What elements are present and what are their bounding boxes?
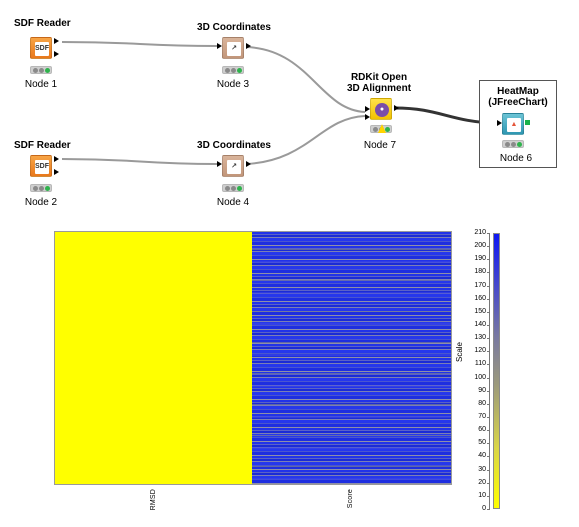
heatmap-column-rmsd <box>55 232 252 484</box>
node-title: 3D Coordinates <box>197 22 271 33</box>
scale-tick-label: 80 <box>478 399 486 407</box>
scale-tick-label: 20 <box>478 478 486 486</box>
node-title: SDF Reader <box>14 18 71 29</box>
3d-coordinates-icon[interactable]: ↗ <box>222 37 244 59</box>
node-label: Node 1 <box>24 79 58 90</box>
output-port[interactable] <box>525 120 530 125</box>
scale-tick-mark <box>487 509 490 510</box>
scale-tick-mark <box>487 482 490 484</box>
node-label: Node 2 <box>24 197 58 208</box>
node-title: SDF Reader <box>14 140 71 151</box>
scale-tick-mark <box>487 403 490 405</box>
color-scale-bar <box>493 233 500 509</box>
node-label: Node 4 <box>216 197 250 208</box>
scale-tick-mark <box>487 443 490 445</box>
scale-tick-label: 170 <box>474 281 486 289</box>
node-title-line2: 3D Alignment <box>346 83 412 94</box>
scale-tick-label: 30 <box>478 465 486 473</box>
scale-tick-label: 150 <box>474 307 486 315</box>
status-indicator <box>222 184 244 192</box>
status-indicator <box>502 140 524 148</box>
column-label-rmsd: RMSD <box>150 489 157 511</box>
heatmap-column-score <box>252 232 451 484</box>
scale-tick-label: 100 <box>474 373 486 381</box>
scale-tick-mark <box>487 377 490 379</box>
3d-coordinates-icon[interactable]: ↗ <box>222 155 244 177</box>
rdkit-icon[interactable]: ● <box>370 98 392 120</box>
scale-tick-mark <box>487 469 490 471</box>
status-indicator <box>30 66 52 74</box>
scale-tick-mark <box>487 311 490 313</box>
sdf-reader-icon[interactable]: SDF <box>30 37 52 59</box>
output-port[interactable] <box>54 169 59 175</box>
node-label: Node 3 <box>216 79 250 90</box>
scale-tick-mark <box>487 390 490 392</box>
scale-tick-mark <box>487 259 490 261</box>
scale-tick-label: 210 <box>474 229 486 236</box>
scale-tick-label: 140 <box>474 321 486 328</box>
sdf-reader-icon[interactable]: SDF <box>30 155 52 177</box>
scale-tick-mark <box>487 272 490 274</box>
output-port[interactable] <box>54 156 59 162</box>
scale-tick-label: 50 <box>478 439 486 447</box>
scale-axis <box>489 233 490 509</box>
scale-tick-label: 130 <box>474 334 486 342</box>
icon-text: SDF <box>35 42 49 56</box>
scale-tick-label: 70 <box>478 413 486 420</box>
scale-tick-mark <box>487 338 490 340</box>
scale-tick-mark <box>487 351 490 353</box>
input-port[interactable] <box>217 43 222 49</box>
scale-tick-mark <box>487 495 490 497</box>
input-port[interactable] <box>217 161 222 167</box>
scale-tick-label: 90 <box>478 386 486 394</box>
input-port[interactable] <box>497 120 502 126</box>
input-port[interactable] <box>365 114 370 120</box>
connection-node2-node4[interactable] <box>61 158 218 165</box>
scale-title: Scale <box>455 341 464 362</box>
scale-tick-mark <box>487 246 490 248</box>
scale-tick-label: 60 <box>478 426 486 434</box>
node-title-line1: RDKit Open <box>350 72 408 83</box>
scale-tick-mark <box>487 364 490 366</box>
node-title: 3D Coordinates <box>197 140 271 151</box>
node-title-line1: HeatMap <box>497 86 539 97</box>
node-title-line2: (JFreeChart) <box>488 97 548 108</box>
scale-tick-mark <box>487 285 490 287</box>
node-label: Node 7 <box>363 140 397 151</box>
heatmap-icon[interactable]: ▲ <box>502 113 524 135</box>
scale-tick-label: 120 <box>474 347 486 355</box>
column-label-score: Score <box>347 489 354 509</box>
scale-tick-mark <box>487 417 490 418</box>
scale-tick-label: 40 <box>478 452 486 460</box>
icon-text: SDF <box>35 160 49 174</box>
status-indicator <box>370 124 392 133</box>
scale-tick-label: 160 <box>474 294 486 302</box>
connection-node1-node3[interactable] <box>61 41 218 47</box>
scale-tick-mark <box>487 456 490 458</box>
status-indicator <box>222 66 244 74</box>
scale-tick-label: 0 <box>482 505 486 512</box>
scale-tick-mark <box>487 298 490 300</box>
scale-tick-label: 10 <box>478 491 486 499</box>
status-indicator <box>30 184 52 192</box>
output-port[interactable] <box>246 43 251 49</box>
input-port[interactable] <box>365 106 370 112</box>
scale-tick-label: 110 <box>474 360 486 368</box>
output-port[interactable] <box>246 161 251 167</box>
scale-tick-mark <box>487 430 490 432</box>
output-port[interactable] <box>394 105 399 111</box>
scale-tick-mark <box>487 325 490 326</box>
scale-tick-label: 190 <box>474 255 486 263</box>
scale-tick-label: 200 <box>474 242 486 250</box>
heatmap-plot[interactable] <box>54 231 452 485</box>
output-port[interactable] <box>54 38 59 44</box>
scale-tick-label: 180 <box>474 268 486 276</box>
node-label: Node 6 <box>499 153 533 164</box>
warning-icon <box>378 124 386 133</box>
scale-tick-mark <box>487 233 490 234</box>
output-port[interactable] <box>54 51 59 57</box>
